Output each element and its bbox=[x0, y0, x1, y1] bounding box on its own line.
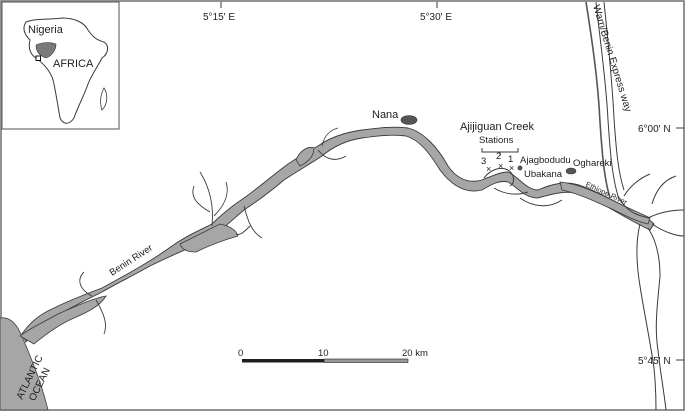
label-ajagbodudu: Ajagbodudu bbox=[520, 155, 571, 166]
scale-label-10: 10 bbox=[318, 348, 329, 359]
lat-label-2: 5°45' N bbox=[638, 356, 671, 367]
lon-label-1: 5°15' E bbox=[203, 12, 235, 23]
nana-settlement bbox=[400, 115, 418, 125]
scale-segment-2 bbox=[323, 358, 409, 363]
atlantic-ocean bbox=[0, 317, 49, 411]
scale-bar: 0 10 20 km bbox=[238, 348, 428, 363]
lon-label-2: 5°30' E bbox=[420, 12, 452, 23]
madagascar bbox=[100, 87, 108, 111]
station-3-label: 3 bbox=[481, 156, 486, 167]
graticule: 5°15' E 5°30' E 6°00' N 5°45' N bbox=[203, 2, 684, 367]
station-2-label: 2 bbox=[496, 151, 501, 162]
river-wide-reach bbox=[179, 223, 239, 253]
ethiope-river bbox=[559, 181, 651, 225]
benin-river bbox=[21, 126, 655, 343]
study-area-marker bbox=[35, 55, 41, 61]
eastern-channels bbox=[595, 1, 685, 411]
scale-label-0: 0 bbox=[238, 348, 243, 359]
scale-label-20: 20 km bbox=[402, 348, 428, 359]
lat-label-1: 6°00' N bbox=[638, 124, 671, 135]
stations-bracket bbox=[481, 148, 519, 156]
inset-country-label: Nigeria bbox=[28, 24, 64, 36]
inset-continent-label: AFRICA bbox=[53, 58, 94, 70]
ubakana-settlement bbox=[517, 165, 523, 171]
label-nana: Nana bbox=[372, 109, 399, 121]
inset-map: Nigeria AFRICA bbox=[1, 1, 120, 130]
estuary bbox=[19, 295, 107, 345]
label-ubakana: Ubakana bbox=[524, 169, 563, 180]
ajijiguan-creek bbox=[483, 167, 563, 207]
creek-subtitle: Stations bbox=[479, 135, 514, 146]
tributaries bbox=[79, 127, 347, 335]
oghareki-settlement bbox=[565, 167, 577, 175]
label-oghareki: Oghareki bbox=[573, 158, 612, 169]
station-3-marker: × bbox=[486, 164, 491, 174]
station-1-marker: × bbox=[509, 163, 514, 173]
creek-title: Ajijiguan Creek bbox=[460, 121, 534, 133]
station-2-marker: × bbox=[498, 161, 503, 171]
station-1-label: 1 bbox=[508, 154, 513, 165]
scale-segment-1 bbox=[242, 359, 324, 363]
nigeria-shape bbox=[35, 42, 57, 59]
expressway-road bbox=[585, 1, 611, 199]
river-lobe bbox=[295, 147, 315, 167]
creek-stations: Ajijiguan Creek Stations 3 2 1 × × × bbox=[460, 121, 534, 174]
